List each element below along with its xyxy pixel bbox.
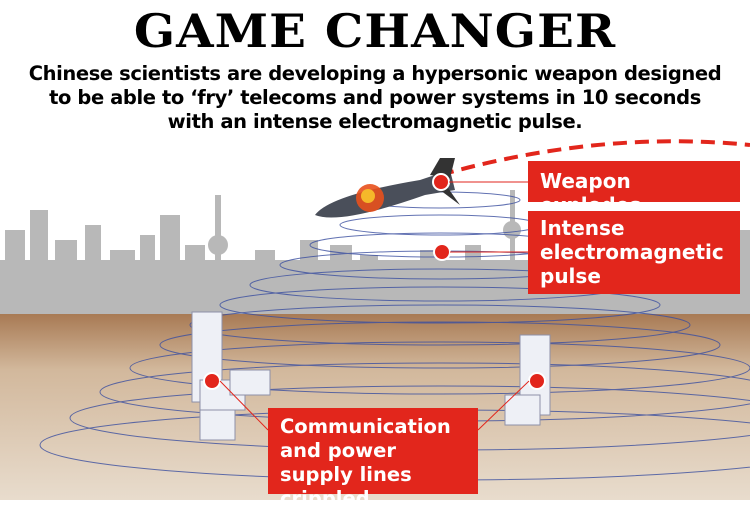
label-electromagnetic-pulse: Intense electromagnetic pulse [528,211,740,294]
label-weapon-explodes: Weapon explodes [528,161,740,217]
headline: GAME CHANGER [133,4,617,58]
trajectory [439,139,750,177]
subheadline: Chinese scientists are developing a hype… [28,62,722,133]
marker-dots [203,173,546,390]
pulse-rings [39,191,750,481]
missile-icon [315,158,460,218]
label-lines-crippled: Communication and power supply lines cri… [268,408,478,510]
leader-lines [219,181,530,431]
